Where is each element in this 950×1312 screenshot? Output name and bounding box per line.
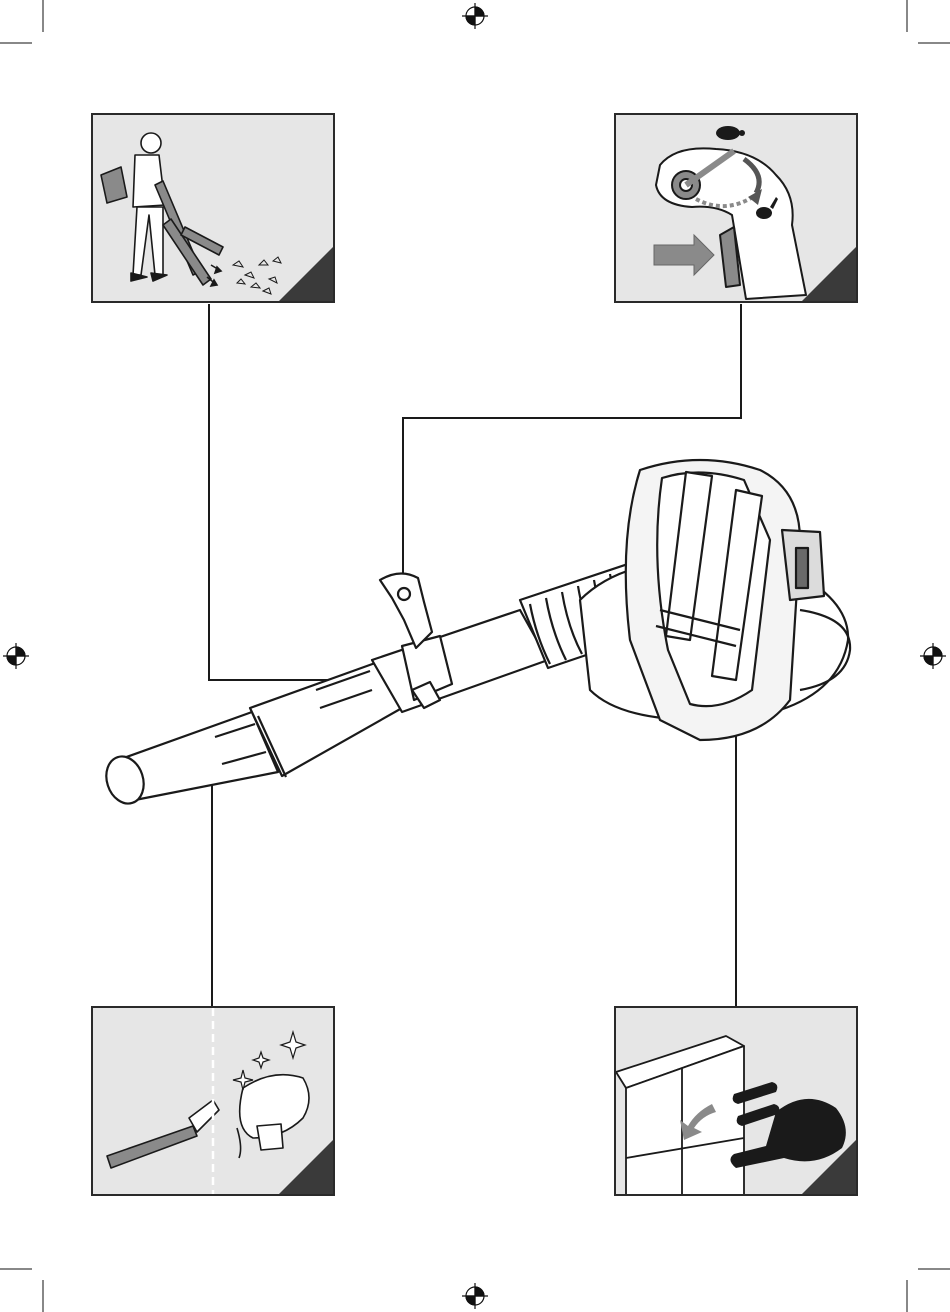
throttle-handle (380, 573, 432, 648)
leaves (233, 257, 281, 294)
corner-tab (279, 1140, 333, 1194)
corner-tab (279, 247, 333, 301)
arrow-icon (654, 235, 714, 275)
corner-tab (802, 247, 856, 301)
panel-throttle-control (614, 113, 858, 303)
panel-blowing-leaves (91, 113, 335, 303)
panel-storage (614, 1006, 858, 1196)
turtle-icon (716, 126, 745, 140)
corner-tab (802, 1140, 856, 1194)
panel-cleaning (91, 1006, 335, 1196)
